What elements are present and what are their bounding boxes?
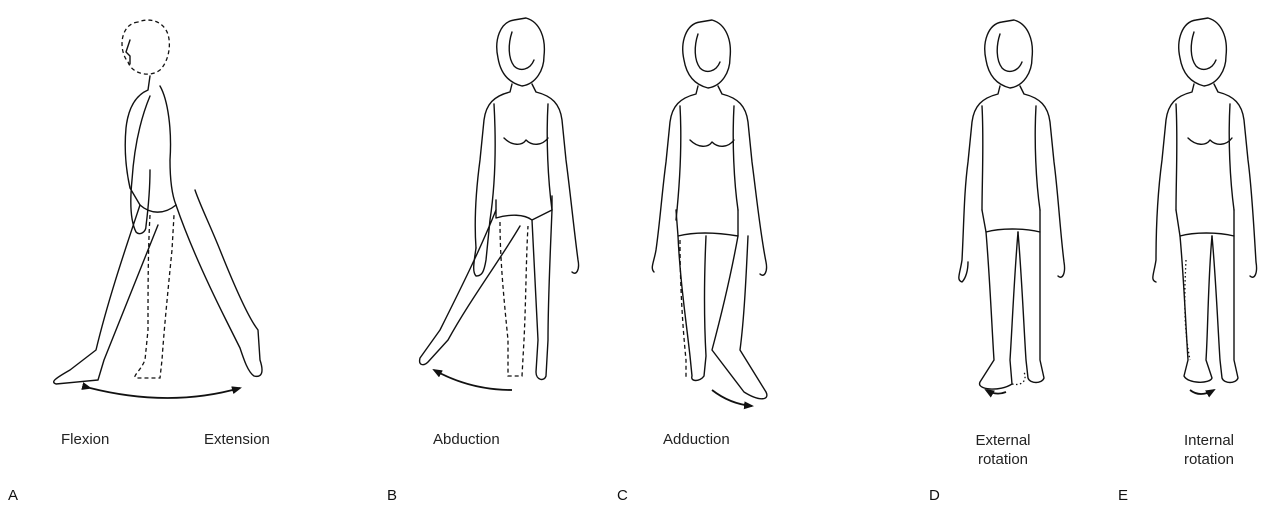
figure-b-abduction: [420, 18, 579, 390]
label-external-line2: rotation: [958, 450, 1048, 469]
label-adduction: Adduction: [663, 430, 730, 449]
label-abduction: Abduction: [433, 430, 500, 449]
label-flexion: Flexion: [61, 430, 109, 449]
panel-letter-e: E: [1118, 487, 1128, 504]
panel-letter-a: A: [8, 487, 18, 504]
label-external-rotation: External rotation: [958, 431, 1048, 469]
panel-letter-d: D: [929, 487, 940, 504]
figure-d-external-rotation: [959, 20, 1065, 394]
figure-a-flexion-extension: [54, 20, 262, 398]
label-external-line1: External: [958, 431, 1048, 450]
figure-c-adduction: [652, 20, 767, 406]
panel-letter-b: B: [387, 487, 397, 504]
label-internal-line2: rotation: [1164, 450, 1254, 469]
label-internal-line1: Internal: [1164, 431, 1254, 450]
label-extension: Extension: [204, 430, 270, 449]
figure-e-internal-rotation: [1153, 18, 1257, 394]
label-internal-rotation: Internal rotation: [1164, 431, 1254, 469]
panel-letter-c: C: [617, 487, 628, 504]
